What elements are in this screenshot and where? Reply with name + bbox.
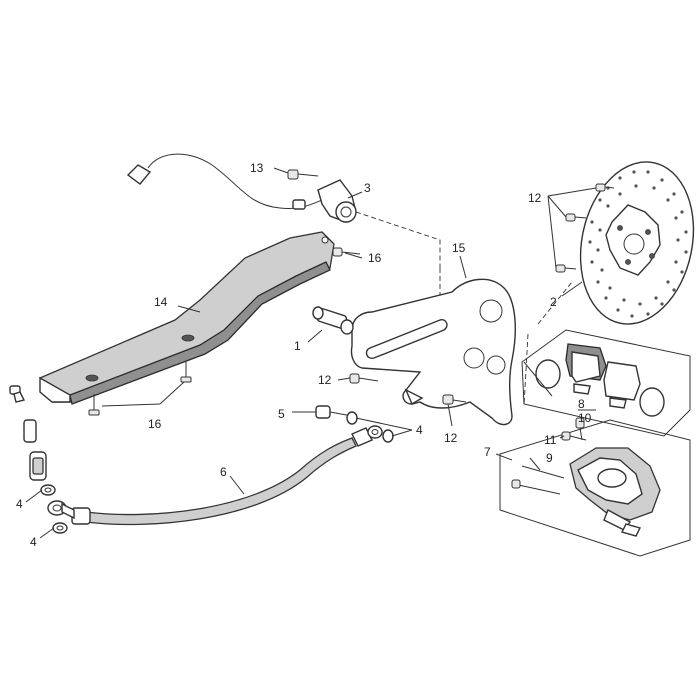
- screw-16-lower-right: [180, 362, 192, 383]
- callout-12-disc: 12: [528, 191, 542, 205]
- caliper-pin-9: [511, 465, 565, 495]
- callout-12-middle: 12: [318, 373, 332, 387]
- brake-pad-inset: [521, 329, 691, 437]
- callout-16-lower: 16: [148, 417, 162, 431]
- callout-7: 7: [484, 445, 491, 459]
- callout-16-upper: 16: [368, 251, 382, 265]
- sensor-cable-clip: [292, 199, 306, 210]
- callout-14: 14: [154, 295, 168, 309]
- callout-10: 10: [578, 411, 592, 425]
- callout-13: 13: [250, 161, 264, 175]
- callout-4-left-top: 4: [16, 497, 23, 511]
- screw-16-lower-left: [88, 394, 100, 416]
- callout-15: 15: [452, 241, 466, 255]
- disc-screws-12: [555, 183, 615, 273]
- callout-4-left-bottom: 4: [30, 535, 37, 549]
- caliper-carrier-plate: [350, 278, 516, 426]
- caliper-pin-1: [312, 306, 354, 335]
- bleed-valve: [9, 385, 47, 481]
- callout-5: 5: [278, 407, 285, 421]
- screw-12-middle: [349, 373, 379, 384]
- callout-8: 8: [578, 397, 585, 411]
- bleed-screw-11: [561, 431, 587, 441]
- assembly-dash-lines: [355, 211, 573, 407]
- caliper-bolt-10: [575, 417, 585, 441]
- screw-16-upper: [332, 247, 361, 257]
- callout-leaders: [25, 167, 597, 539]
- caliper-inset: [499, 419, 691, 557]
- screw-12-lower: [442, 394, 467, 405]
- washers-4-left: [40, 484, 68, 534]
- brake-disc: [579, 161, 695, 325]
- callout-4-right: 4: [416, 423, 423, 437]
- hose-guide-bracket: [39, 231, 335, 405]
- callout-6: 6: [220, 465, 227, 479]
- washers-4-right: [346, 411, 394, 443]
- callout-11: 11: [544, 433, 557, 447]
- screw-13: [287, 169, 319, 180]
- speed-sensor-assembly: [126, 153, 357, 223]
- callout-9: 9: [546, 451, 553, 465]
- callout-12-lower: 12: [444, 431, 458, 445]
- sensor-cable-plug: [126, 164, 152, 185]
- brake-hose: [47, 425, 383, 526]
- callout-labels: 1 2 3 4 4 4 5 6 7 8 9 10 11 12 12 12 13 …: [16, 161, 592, 549]
- callout-2: 2: [550, 295, 557, 309]
- callout-3: 3: [364, 181, 371, 195]
- callout-1: 1: [294, 339, 301, 353]
